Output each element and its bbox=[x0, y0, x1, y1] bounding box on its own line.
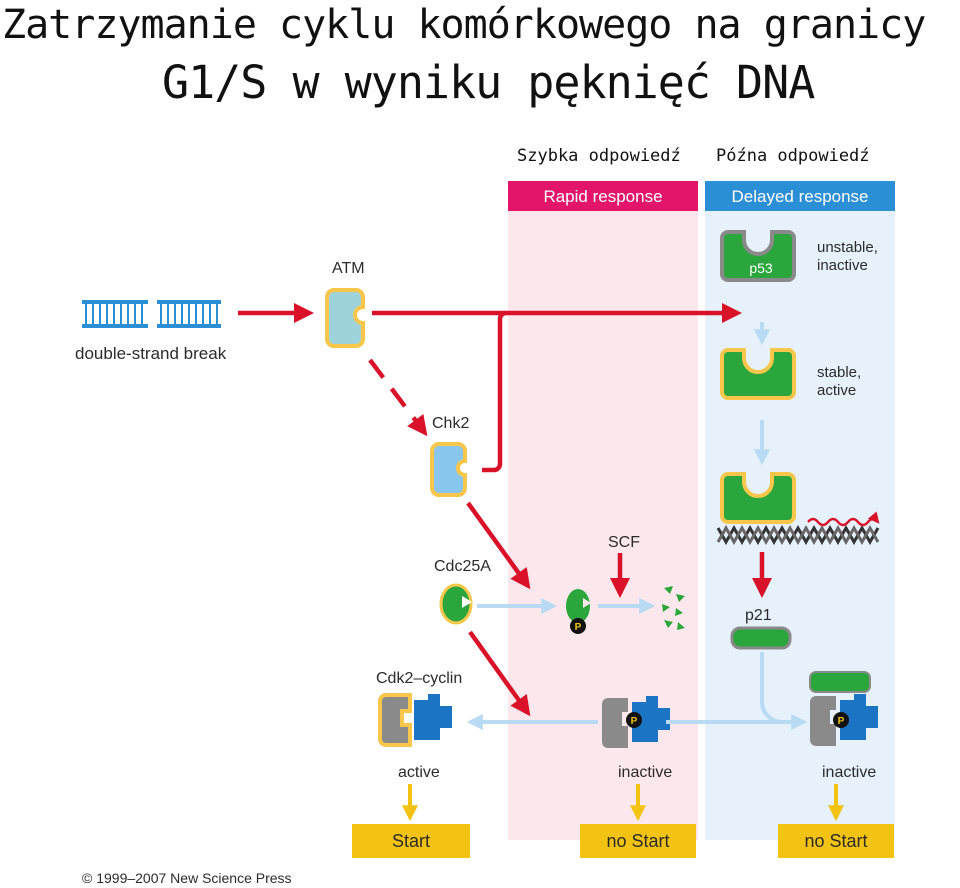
active-state-label: active bbox=[817, 382, 856, 399]
inactive-label-right: inactive bbox=[822, 764, 876, 781]
no-start-box-mid bbox=[580, 824, 696, 858]
chk2-to-cdc25a-arrow bbox=[466, 501, 531, 590]
delayed-response-header-label: Delayed response bbox=[731, 187, 868, 206]
cdc25a-protein-icon bbox=[439, 583, 473, 625]
rapid-response-panel bbox=[508, 210, 698, 840]
phospho-label-cdc25a: P bbox=[575, 622, 582, 633]
phospho-label-mid: P bbox=[631, 716, 638, 727]
chk2-protein-icon bbox=[430, 442, 467, 497]
title-line-2: G1/S w wyniku pęknięć DNA bbox=[162, 56, 815, 109]
degraded-cdc25a-fragments-icon bbox=[662, 586, 685, 630]
inactive-label-mid: inactive bbox=[618, 764, 672, 781]
delayed-response-heading-pl: Późna odpowiedź bbox=[716, 146, 870, 166]
cdk2-cyclin-label: Cdk2–cyclin bbox=[376, 670, 462, 687]
rapid-response-header-label: Rapid response bbox=[543, 187, 662, 206]
atm-to-chk2-arrow bbox=[368, 358, 428, 437]
copyright-label: © 1999–2007 New Science Press bbox=[82, 870, 292, 886]
dna-helix-icon bbox=[716, 524, 880, 546]
active-label: active bbox=[398, 764, 440, 781]
rapid-response-heading-pl: Szybka odpowiedź bbox=[517, 146, 681, 166]
unstable-label: unstable, bbox=[817, 239, 878, 256]
phosphorylated-cdc25a-icon bbox=[566, 589, 591, 634]
chk2-label: Chk2 bbox=[432, 415, 469, 432]
chk2-to-p53-arrow bbox=[482, 310, 507, 473]
p21-protein-icon bbox=[730, 626, 792, 650]
p53-label: p53 bbox=[749, 260, 773, 276]
scf-label: SCF bbox=[608, 534, 640, 551]
delayed-response-header bbox=[705, 181, 895, 211]
p21-label: p21 bbox=[745, 607, 772, 624]
cdk2-cyclin-active-complex-icon bbox=[378, 693, 452, 747]
start-label: Start bbox=[392, 831, 430, 851]
p53-bound-icon bbox=[720, 472, 796, 524]
cdk2-cyclin-p21-inactive-complex-icon bbox=[809, 671, 878, 746]
dsb-label: double-strand break bbox=[75, 344, 227, 363]
atm-protein-icon bbox=[325, 288, 365, 348]
dna-double-strand-break-icon bbox=[82, 300, 221, 328]
title-line-1: Zatrzymanie cyklu komórkowego na granicy bbox=[2, 2, 926, 48]
cdc25a-label: Cdc25A bbox=[434, 558, 491, 575]
p21-to-complex-arrow bbox=[760, 652, 808, 730]
stable-label: stable, bbox=[817, 364, 861, 381]
p53-unstable-icon bbox=[720, 230, 796, 282]
start-box bbox=[352, 824, 470, 858]
no-start-box-right bbox=[778, 824, 894, 858]
no-start-label-right: no Start bbox=[804, 831, 867, 851]
transcript-wavy-arrow bbox=[807, 511, 880, 527]
cdc25a-to-cdk2-arrow bbox=[468, 630, 531, 717]
phospho-label-right: P bbox=[838, 716, 845, 727]
cdk2-cyclin-inactive-complex-icon-mid bbox=[602, 696, 670, 748]
rapid-response-header bbox=[508, 181, 698, 211]
inactive-state-label: inactive bbox=[817, 257, 868, 274]
atm-label: ATM bbox=[332, 260, 365, 277]
no-start-label-mid: no Start bbox=[606, 831, 669, 851]
p53-stable-icon bbox=[720, 348, 796, 400]
